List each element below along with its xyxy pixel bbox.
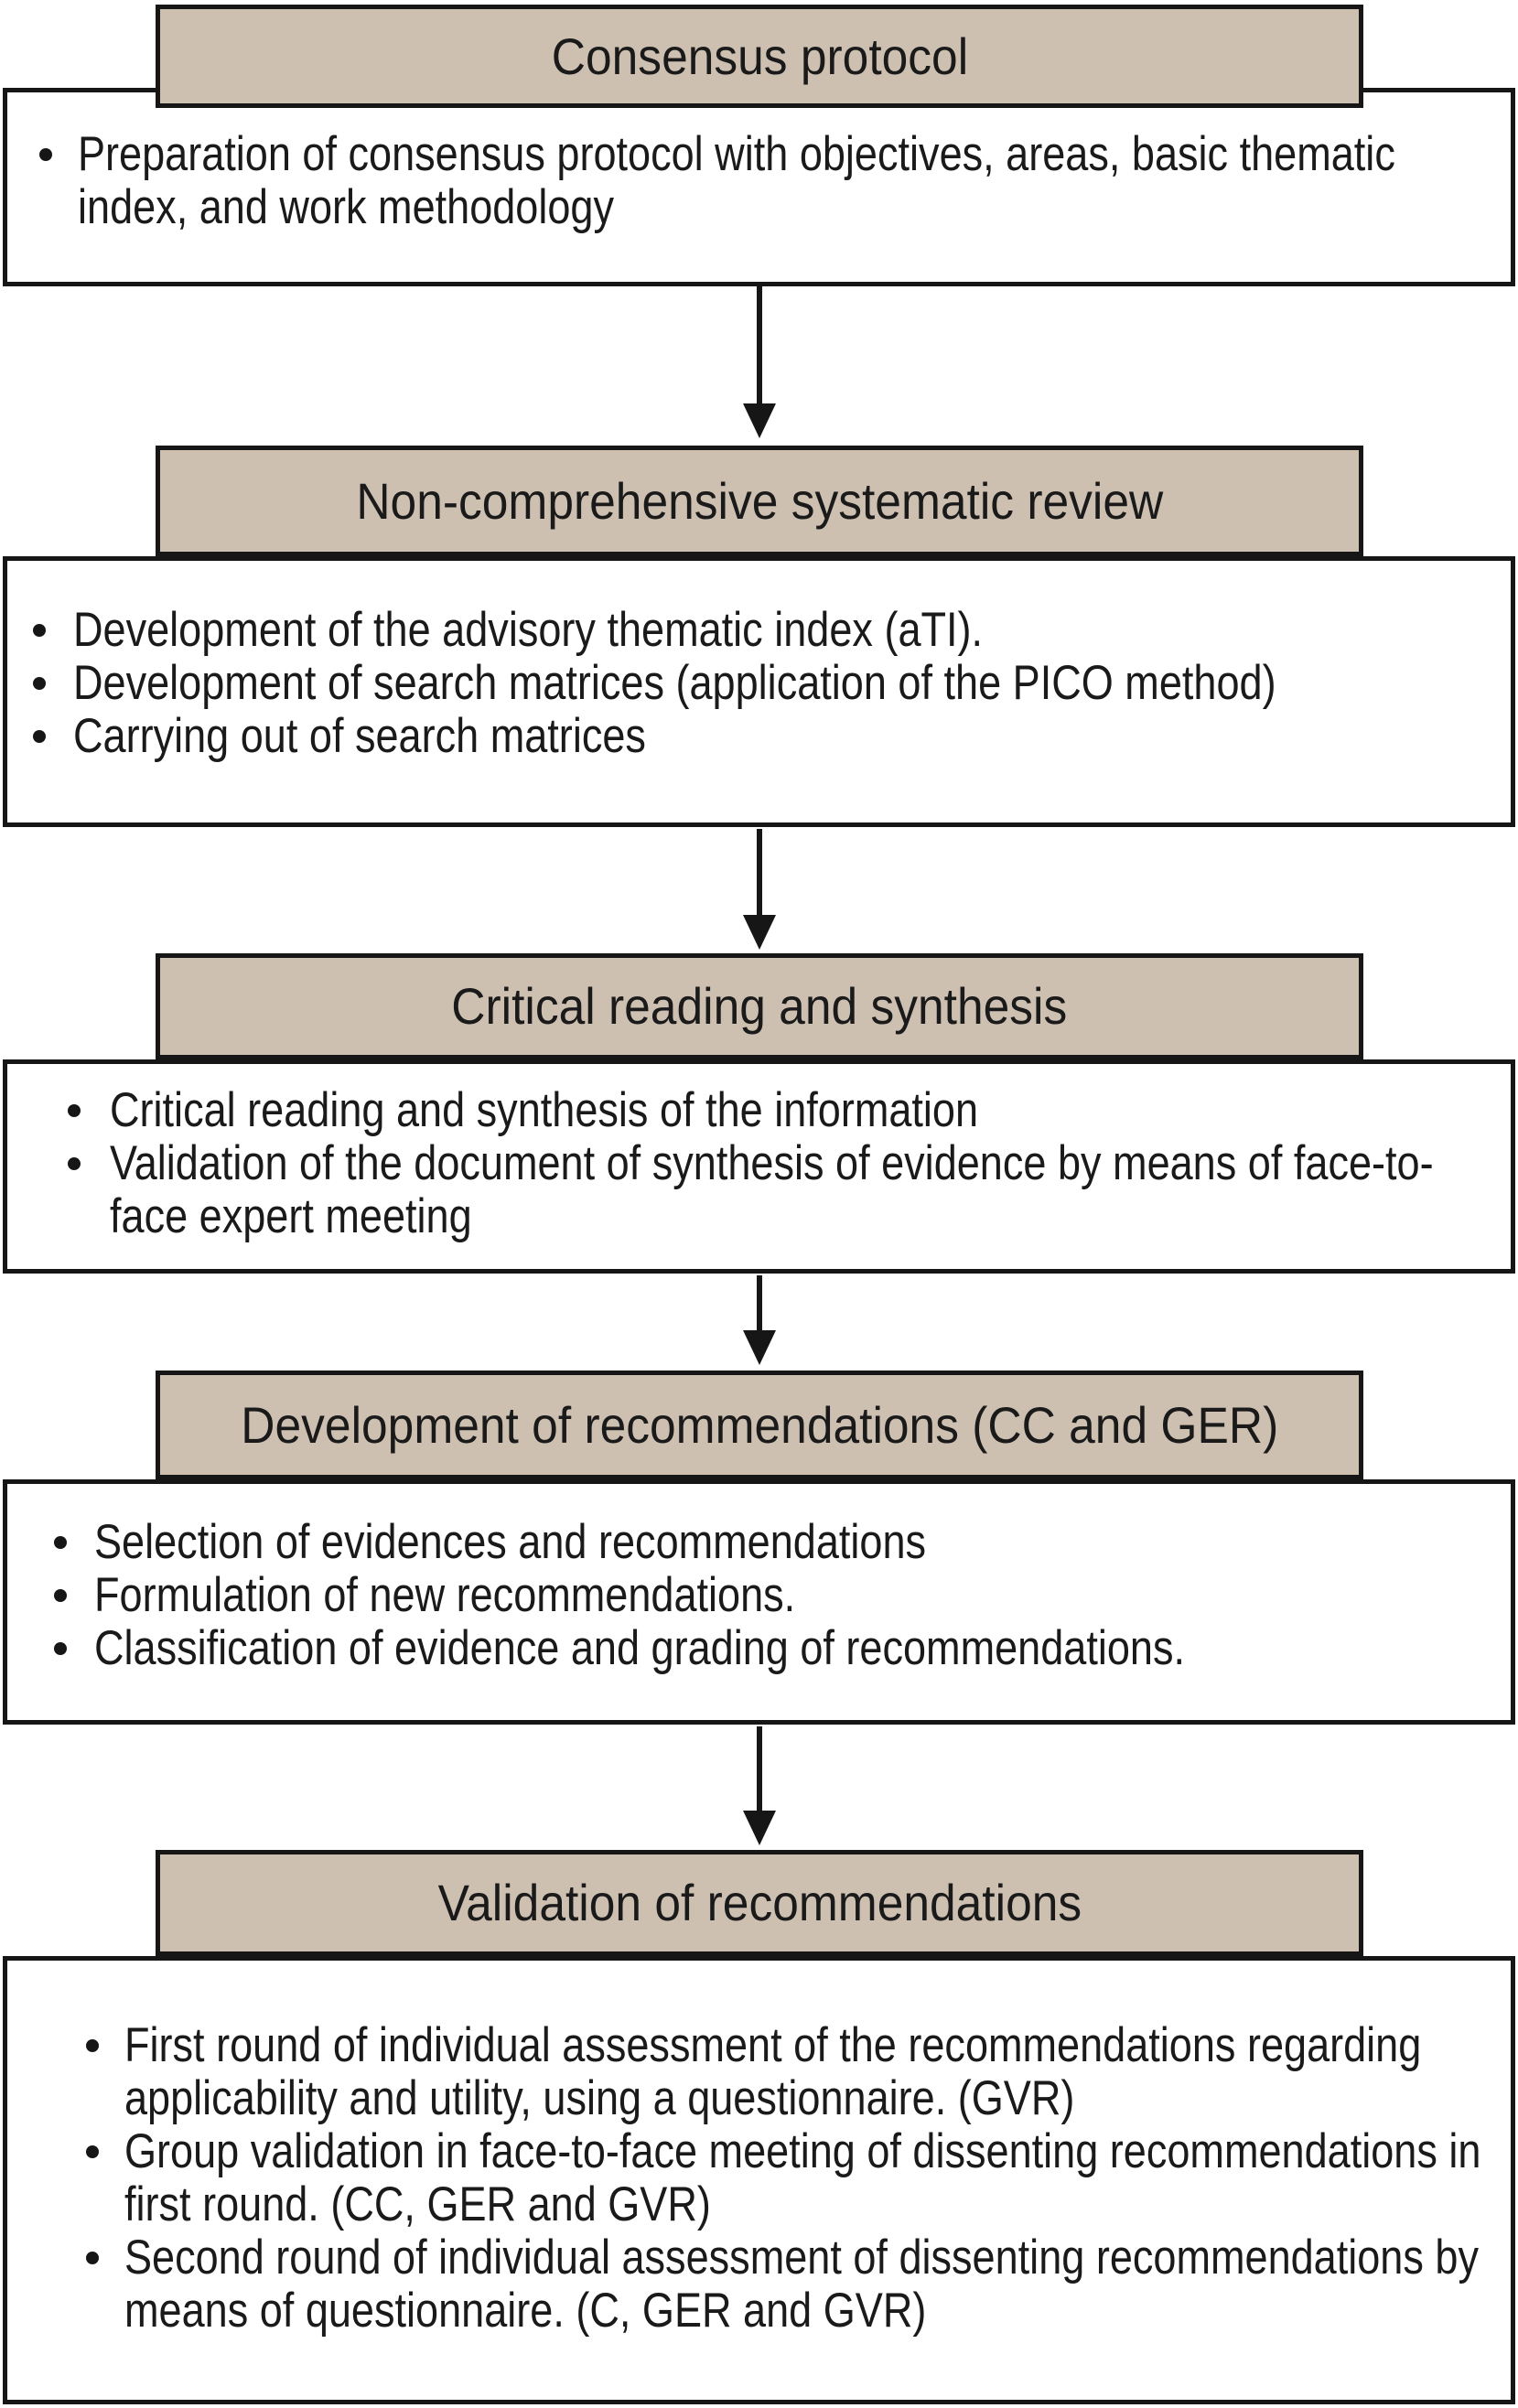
step-3-header: Critical reading and synthesis — [156, 953, 1363, 1059]
bullet-label: Development of search matrices (applicat… — [73, 656, 1276, 710]
bullet-icon — [54, 1642, 67, 1655]
list-item: Second round of individual assessment of… — [86, 2231, 1492, 2338]
step-1-title: Consensus protocol — [551, 27, 968, 85]
arrow-shaft — [757, 1726, 762, 1811]
list-item: Development of the advisory thematic ind… — [33, 604, 1492, 657]
arrow-down-icon — [743, 1275, 776, 1365]
arrow-shaft — [757, 829, 762, 915]
bullet-icon — [86, 2039, 99, 2052]
bullet-label: Development of the advisory thematic ind… — [73, 603, 984, 657]
bullet-label: Second round of individual assessment of… — [124, 2231, 1479, 2338]
bullet-label: Carrying out of search matrices — [73, 709, 646, 763]
step-5-header: Validation of recommendations — [156, 1850, 1363, 1956]
bullet-label: Selection of evidences and recommendatio… — [94, 1515, 927, 1569]
arrow-head — [743, 1811, 776, 1845]
list-item: Development of search matrices (applicat… — [33, 657, 1492, 710]
step-3-body: Critical reading and synthesis of the in… — [3, 1059, 1515, 1274]
step-3-title: Critical reading and synthesis — [451, 977, 1068, 1035]
step-5-title: Validation of recommendations — [437, 1874, 1082, 1931]
bullet-label: Group validation in face-to-face meeting… — [124, 2124, 1481, 2231]
step-1-body: Preparation of consensus protocol with o… — [3, 88, 1515, 286]
bullet-icon — [54, 1536, 67, 1549]
step-4-header: Development of recommendations (CC and G… — [156, 1371, 1363, 1479]
arrow-head — [743, 403, 776, 438]
list-item: Group validation in face-to-face meeting… — [86, 2125, 1492, 2231]
bullet-label: Formulation of new recommendations. — [94, 1568, 796, 1622]
list-item: Classification of evidence and grading o… — [54, 1622, 1492, 1675]
bullet-icon — [54, 1589, 67, 1602]
list-item: Critical reading and synthesis of the in… — [68, 1084, 1492, 1137]
list-item: Formulation of new recommendations. — [54, 1569, 1492, 1622]
bullet-label: Classification of evidence and grading o… — [94, 1621, 1186, 1675]
arrow-shaft — [757, 1275, 762, 1330]
step-4-bullets: Selection of evidences and recommendatio… — [7, 1484, 1511, 1675]
list-item: First round of individual assessment of … — [86, 2019, 1492, 2125]
bullet-label: Preparation of consensus protocol with o… — [78, 127, 1395, 234]
step-5-body: First round of individual assessment of … — [3, 1956, 1515, 2404]
bullet-label: Critical reading and synthesis of the in… — [110, 1083, 979, 1137]
bullet-icon — [86, 2252, 99, 2264]
step-2-body: Development of the advisory thematic ind… — [3, 556, 1515, 827]
bullet-label: Validation of the document of synthesis … — [110, 1136, 1434, 1243]
list-item: Carrying out of search matrices — [33, 710, 1492, 763]
step-2-header: Non-comprehensive systematic review — [156, 446, 1363, 556]
bullet-icon — [68, 1104, 81, 1117]
list-item: Validation of the document of synthesis … — [68, 1137, 1492, 1243]
step-4-body: Selection of evidences and recommendatio… — [3, 1479, 1515, 1725]
bullet-icon — [33, 624, 46, 637]
step-1-bullets: Preparation of consensus protocol with o… — [7, 92, 1511, 234]
bullet-label: First round of individual assessment of … — [124, 2018, 1422, 2125]
step-2-title: Non-comprehensive systematic review — [356, 471, 1163, 530]
step-4-title: Development of recommendations (CC and G… — [241, 1395, 1278, 1454]
step-3-bullets: Critical reading and synthesis of the in… — [7, 1064, 1511, 1243]
step-1-header: Consensus protocol — [156, 5, 1363, 108]
bullet-icon — [39, 148, 52, 161]
bullet-icon — [33, 730, 46, 743]
arrow-down-icon — [743, 286, 776, 438]
arrow-head — [743, 915, 776, 950]
arrow-down-icon — [743, 1726, 776, 1845]
arrow-head — [743, 1330, 776, 1365]
step-5-bullets: First round of individual assessment of … — [7, 1961, 1511, 2338]
list-item: Selection of evidences and recommendatio… — [54, 1516, 1492, 1569]
bullet-icon — [68, 1157, 81, 1170]
list-item: Preparation of consensus protocol with o… — [39, 128, 1492, 234]
step-2-bullets: Development of the advisory thematic ind… — [7, 561, 1511, 763]
bullet-icon — [33, 677, 46, 690]
arrow-shaft — [757, 286, 762, 403]
bullet-icon — [86, 2145, 99, 2158]
arrow-down-icon — [743, 829, 776, 950]
